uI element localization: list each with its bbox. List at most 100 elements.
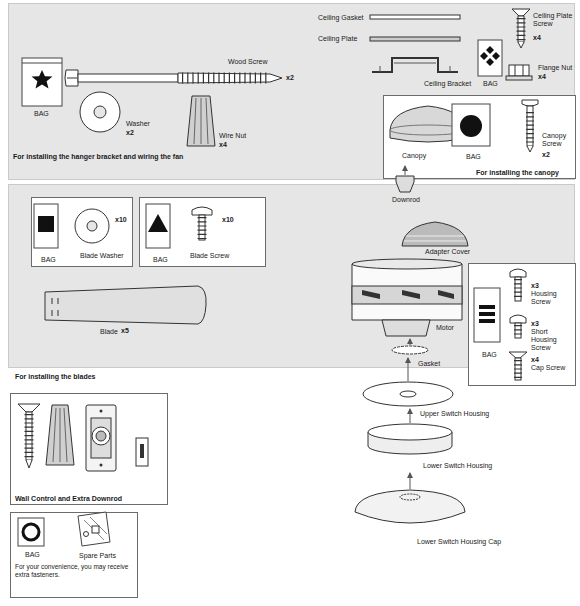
adapter-cover (404, 236, 466, 241)
extra-screw (26, 412, 32, 460)
wood-screw (78, 74, 178, 82)
quantity: x10 (222, 216, 234, 223)
washer (94, 106, 106, 118)
motor (352, 264, 462, 320)
lower-switch-housing (368, 424, 452, 440)
bag-icon (479, 319, 495, 323)
downrod (396, 166, 414, 192)
blade-washer (87, 221, 97, 231)
part-label: Ceiling Bracket (424, 80, 471, 87)
lower-switch-housing-cap (355, 490, 465, 523)
ceiling-gasket (370, 15, 460, 19)
part-label: Blade Washer (80, 252, 124, 259)
spare-parts-bag (84, 517, 107, 540)
part-label: Lower Switch Housing Cap (417, 538, 501, 545)
flange-nut (509, 65, 529, 76)
bag-icon (479, 305, 495, 309)
extra-screw (18, 404, 40, 412)
quantity: x4 (219, 141, 227, 148)
motor (352, 259, 462, 336)
flange-nut (515, 65, 523, 76)
adapter-cover (402, 222, 468, 246)
bag-icon (478, 40, 502, 76)
ceiling-plate (370, 37, 460, 41)
part-label: Canopy (402, 152, 426, 159)
bag-icon (478, 40, 502, 76)
bag-label: BAG (153, 256, 168, 263)
quantity: x3 (531, 282, 539, 289)
short-housing-screw (515, 323, 521, 338)
spare-parts-bag (92, 526, 99, 533)
lower-switch-housing-cap (400, 494, 420, 500)
canopy-screw (527, 146, 533, 152)
part-label: Washer (126, 120, 150, 127)
blade-washer (75, 209, 109, 243)
part-label: Housing Screw (531, 290, 557, 305)
part-label: Motor (436, 324, 454, 331)
blade (45, 286, 206, 324)
cap-screw (515, 358, 521, 380)
blade-washer (75, 209, 109, 243)
part-label: Adapter Cover (425, 248, 470, 255)
part-label: Ceiling Plate (318, 35, 357, 42)
short-housing-screw (514, 325, 522, 337)
part-label: Ceiling Plate Screw (533, 12, 572, 27)
motor (352, 286, 462, 304)
quantity: x4 (531, 356, 539, 363)
wall-control (100, 410, 103, 413)
gasket (410, 339, 411, 345)
blade-screw (198, 217, 207, 239)
bag-label: BAG (482, 351, 497, 358)
bag-icon (22, 58, 62, 106)
bag-icon (23, 524, 39, 540)
mounting-bracket (140, 444, 144, 458)
part-label: Spare Parts (79, 552, 116, 559)
canopy-screw (526, 112, 534, 145)
gasket (392, 339, 428, 354)
quantity: x2 (126, 129, 134, 136)
mounting-bracket (136, 438, 148, 466)
ceiling-gasket (370, 15, 460, 19)
bag-icon (460, 115, 482, 137)
quantity: x4 (538, 73, 546, 80)
ceiling-bracket (372, 58, 458, 72)
bag-icon (452, 104, 490, 146)
blade-screw (192, 207, 212, 215)
bag-icon (32, 70, 53, 89)
cap-screw (509, 352, 527, 358)
washer (80, 92, 120, 132)
part-label: Wire Nut (219, 132, 246, 139)
flange-nut (506, 65, 532, 80)
bag-icon (148, 214, 168, 232)
bag-icon (452, 104, 490, 146)
wall-control (96, 431, 106, 441)
part-label: Blade Screw (190, 252, 229, 259)
blade (52, 298, 58, 316)
bag-icon (18, 518, 44, 546)
section-panel: For installing the hanger bracket and wi… (8, 3, 575, 180)
wood-screw (67, 78, 77, 79)
short-housing-screw (510, 315, 526, 323)
blade (45, 286, 206, 324)
ceiling-plate-screw (512, 9, 530, 48)
adapter-cover (402, 222, 468, 246)
wood-screw (178, 73, 282, 83)
cap-screw (509, 352, 527, 380)
ceiling-bracket (380, 63, 450, 72)
quantity: x3 (531, 320, 539, 327)
spare-parts-bag (78, 512, 110, 546)
flange-nut (506, 76, 532, 80)
bag-icon (18, 518, 44, 546)
blade-screw (192, 207, 212, 240)
spare-parts-bag (84, 532, 89, 537)
bag-icon (474, 288, 500, 342)
ceiling-plate-screw (518, 16, 524, 42)
gasket (392, 346, 428, 354)
part-label: Cap Screw (531, 364, 565, 371)
wire-nut (46, 405, 74, 465)
part-label: Lower Switch Housing (423, 462, 492, 469)
part-label: Wood Screw (228, 58, 268, 65)
bag-label: BAG (466, 153, 481, 160)
section-caption: For installing the blades (15, 373, 96, 380)
downrod (405, 166, 406, 175)
